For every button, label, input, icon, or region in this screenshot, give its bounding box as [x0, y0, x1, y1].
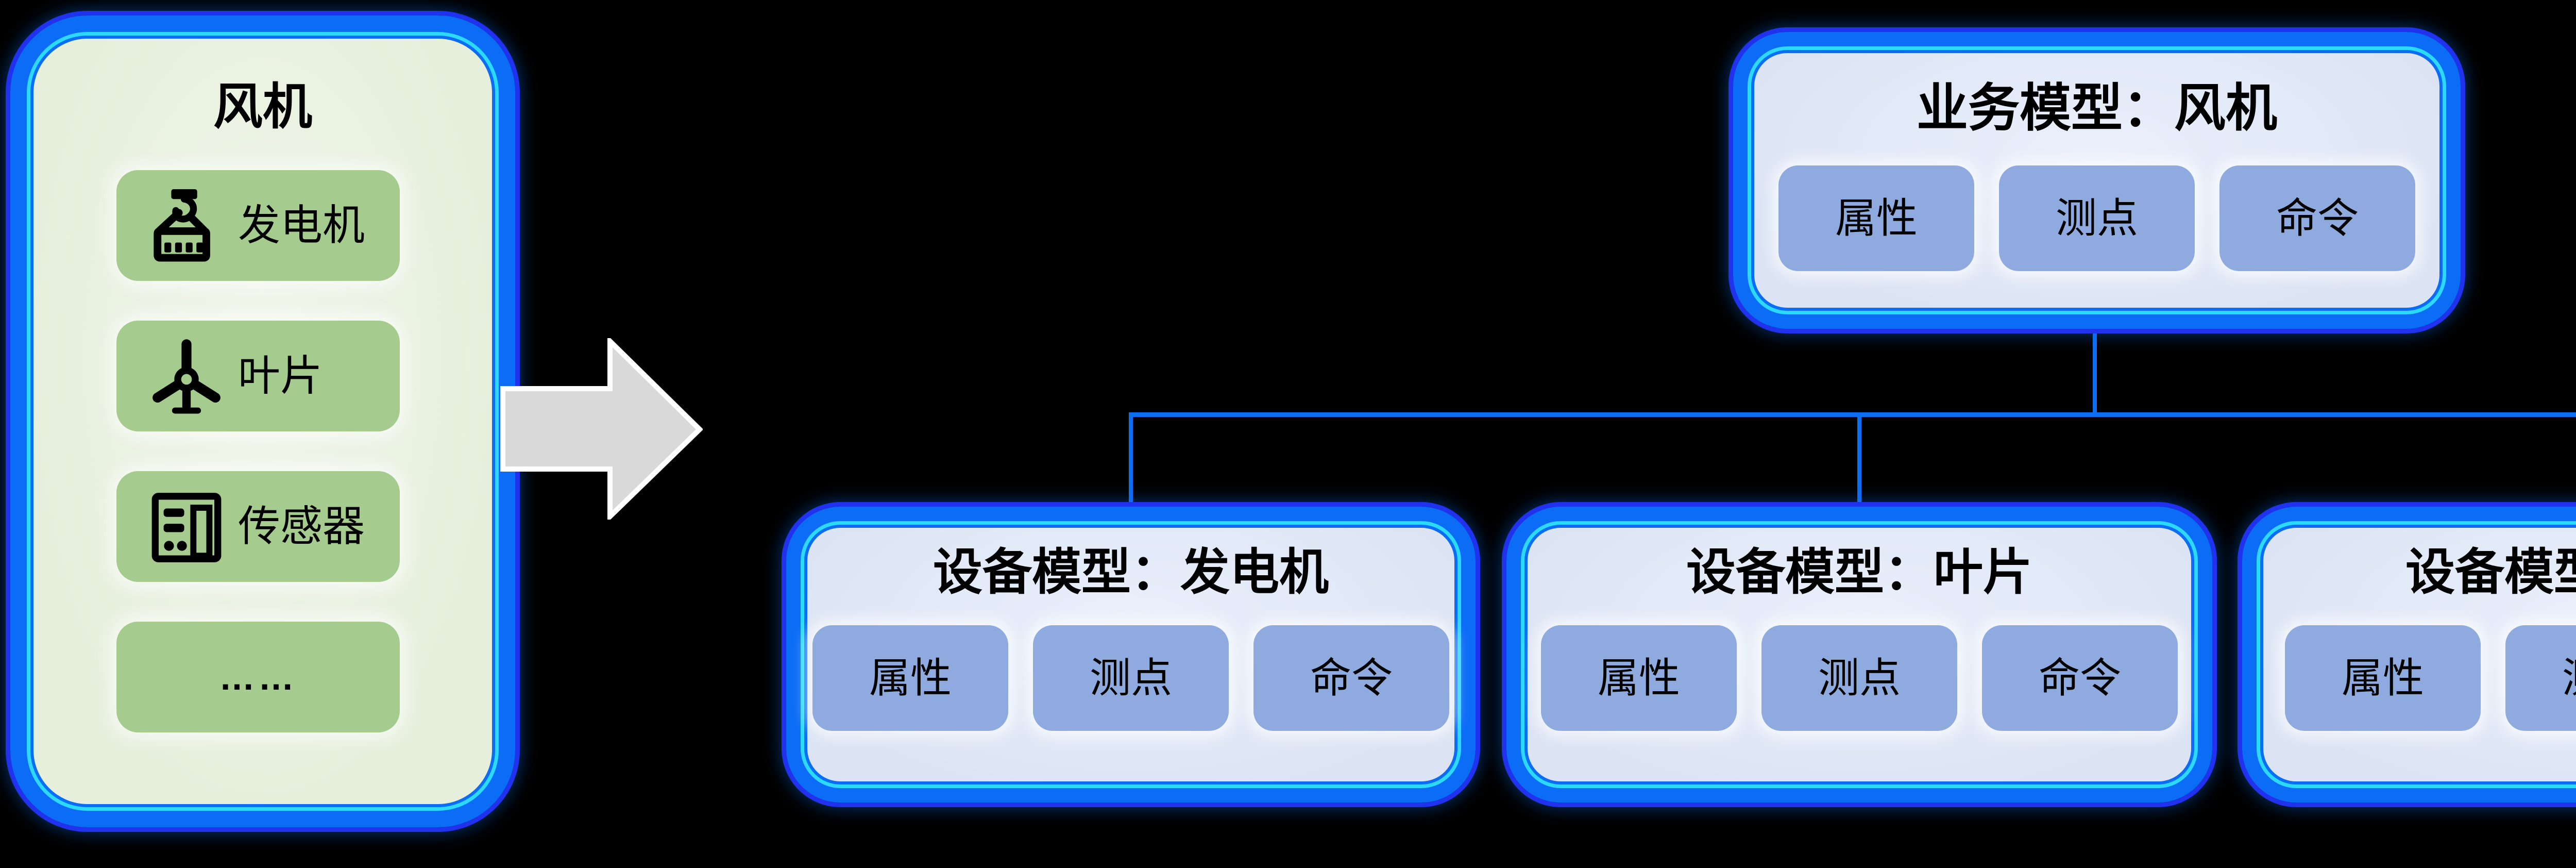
tag-measure-point: 测点 — [2505, 625, 2576, 731]
device-model-tags-generator: 属性 测点 命令 — [801, 625, 1461, 731]
tag-command: 命令 — [1253, 625, 1449, 731]
component-label-ellipsis: …… — [219, 657, 297, 697]
panel-title: 风机 — [213, 79, 312, 135]
tag-attribute: 属性 — [1778, 165, 1974, 271]
device-model-title-generator: 设备模型：发电机 — [933, 545, 1329, 600]
device-model-tags-sensor: 属性 测点 命令 — [2257, 625, 2576, 731]
connector-drop-generator — [1129, 414, 1133, 510]
device-model-tags-blade: 属性 测点 命令 — [1521, 625, 2198, 731]
tag-attribute: 属性 — [812, 625, 1008, 731]
business-model-card: 业务模型：风机 属性 测点 命令 — [1733, 32, 2461, 329]
tag-measure-point: 测点 — [1761, 625, 1957, 731]
component-item-sensor: 传感器 — [116, 471, 400, 582]
transform-arrow-icon — [500, 338, 703, 520]
connector-drop-blade — [1857, 414, 1861, 510]
business-model-tags: 属性 测点 命令 — [1748, 165, 2446, 271]
device-model-card-blade: 设备模型：叶片 属性 测点 命令 — [1506, 507, 2212, 803]
component-label-blade: 叶片 — [238, 352, 323, 399]
component-item-blade: 叶片 — [116, 321, 400, 431]
tag-command: 命令 — [2219, 165, 2415, 271]
generator-icon — [154, 189, 210, 262]
sensor-icon — [151, 492, 222, 562]
component-item-generator: 发电机 — [116, 170, 400, 281]
tag-attribute: 属性 — [2285, 625, 2481, 731]
component-label-generator: 发电机 — [238, 202, 365, 249]
component-label-sensor: 传感器 — [238, 503, 365, 550]
device-model-title-blade: 设备模型：叶片 — [1686, 545, 2032, 600]
wind-turbine-panel: 风机 发电机 — [10, 15, 515, 827]
tag-attribute: 属性 — [1541, 625, 1737, 731]
device-model-title-sensor: 设备模型：传感器 — [2405, 545, 2576, 600]
tag-measure-point: 测点 — [1033, 625, 1229, 731]
wind-turbine-icon — [152, 339, 221, 414]
tag-command: 命令 — [1982, 625, 2178, 731]
connector-horizontal-bar — [1129, 412, 2576, 417]
business-model-title: 业务模型：风机 — [1917, 79, 2277, 137]
device-model-card-generator: 设备模型：发电机 属性 测点 命令 — [786, 507, 1476, 803]
connector-stem — [2093, 327, 2097, 416]
tag-measure-point: 测点 — [1999, 165, 2195, 271]
component-item-ellipsis: …… — [116, 622, 400, 732]
device-model-card-sensor: 设备模型：传感器 属性 测点 命令 — [2242, 507, 2576, 803]
